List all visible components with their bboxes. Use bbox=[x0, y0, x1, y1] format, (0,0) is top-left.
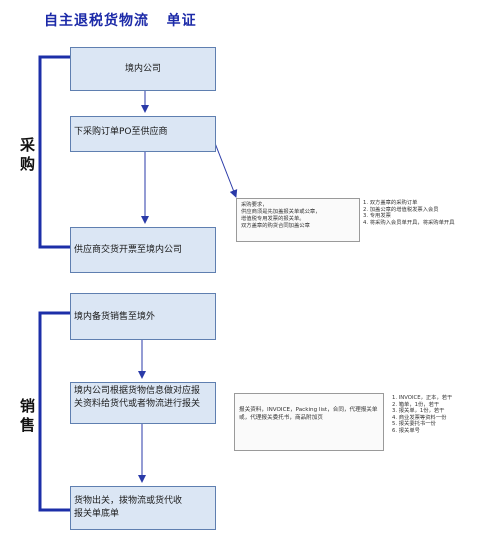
box-customs-clearance: 货物出关，拨物流或货代收报关单底单 bbox=[70, 486, 216, 530]
list-item: 1. 双方盖章的采购订单 bbox=[363, 200, 418, 206]
box-purchase-order: 下采购订单PO至供应商 bbox=[70, 116, 216, 152]
section-label-sales: 销售 bbox=[18, 398, 36, 436]
note-line: 增值税专用发票的报关单。 bbox=[241, 216, 305, 222]
list-item: 3. 报关单，1份，若干 bbox=[392, 408, 445, 415]
box-domestic-stock: 境内备货销售至境外 bbox=[70, 293, 216, 340]
sales-bracket bbox=[38, 311, 70, 512]
note-line: 双方盖章的购货合同加盖公章 bbox=[241, 223, 310, 229]
list-item: 1. INVOICE，正本，若干 bbox=[392, 395, 453, 401]
list-item: 4. 将采购入会员单开具，将采购单开具 bbox=[363, 219, 455, 226]
page-title: 自主退税货物流 单证 bbox=[44, 13, 197, 29]
list-item: 2. 加盖公章的增值税发票入会员 bbox=[363, 206, 439, 213]
list-item: 2. 箱单，1份，若干 bbox=[392, 401, 440, 408]
purchase-requirements-note: 采购要求， 供应商须是先加盖报关单或公章， 增值税专用发票的报关单。 双方盖章的… bbox=[236, 198, 360, 242]
arrow-b2-note bbox=[212, 137, 238, 198]
customs-documents-note: 报关资料，INVOICE，Packing list，合同，代理报关单或，代理报关… bbox=[234, 393, 384, 451]
box-domestic-company: 境内公司 bbox=[70, 47, 216, 91]
box-customs-documents: 境内公司根据货物信息做对应报关资料给货代或者物流进行报关 bbox=[70, 382, 216, 424]
sales-document-list: 1. INVOICE，正本，若干 2. 箱单，1份，若干 3. 报关单，1份，若… bbox=[392, 395, 492, 435]
note-line: 供应商须是先加盖报关单或公章， bbox=[241, 209, 321, 215]
list-item: 3. 专用发票 bbox=[363, 213, 391, 220]
purchase-bracket bbox=[38, 55, 70, 249]
note-line: 采购要求， bbox=[241, 202, 268, 208]
section-label-purchase: 采购 bbox=[18, 137, 36, 175]
list-item: 5. 报关委托书一份 bbox=[392, 421, 436, 428]
purchase-document-list: 1. 双方盖章的采购订单 2. 加盖公章的增值税发票入会员 3. 专用发票 4.… bbox=[363, 200, 489, 226]
list-item: 6. 报关单号 bbox=[392, 427, 420, 434]
box-supplier-delivery: 供应商交货开票至境内公司 bbox=[70, 227, 216, 273]
list-item: 4. 商业发票等资料一份 bbox=[392, 414, 447, 421]
